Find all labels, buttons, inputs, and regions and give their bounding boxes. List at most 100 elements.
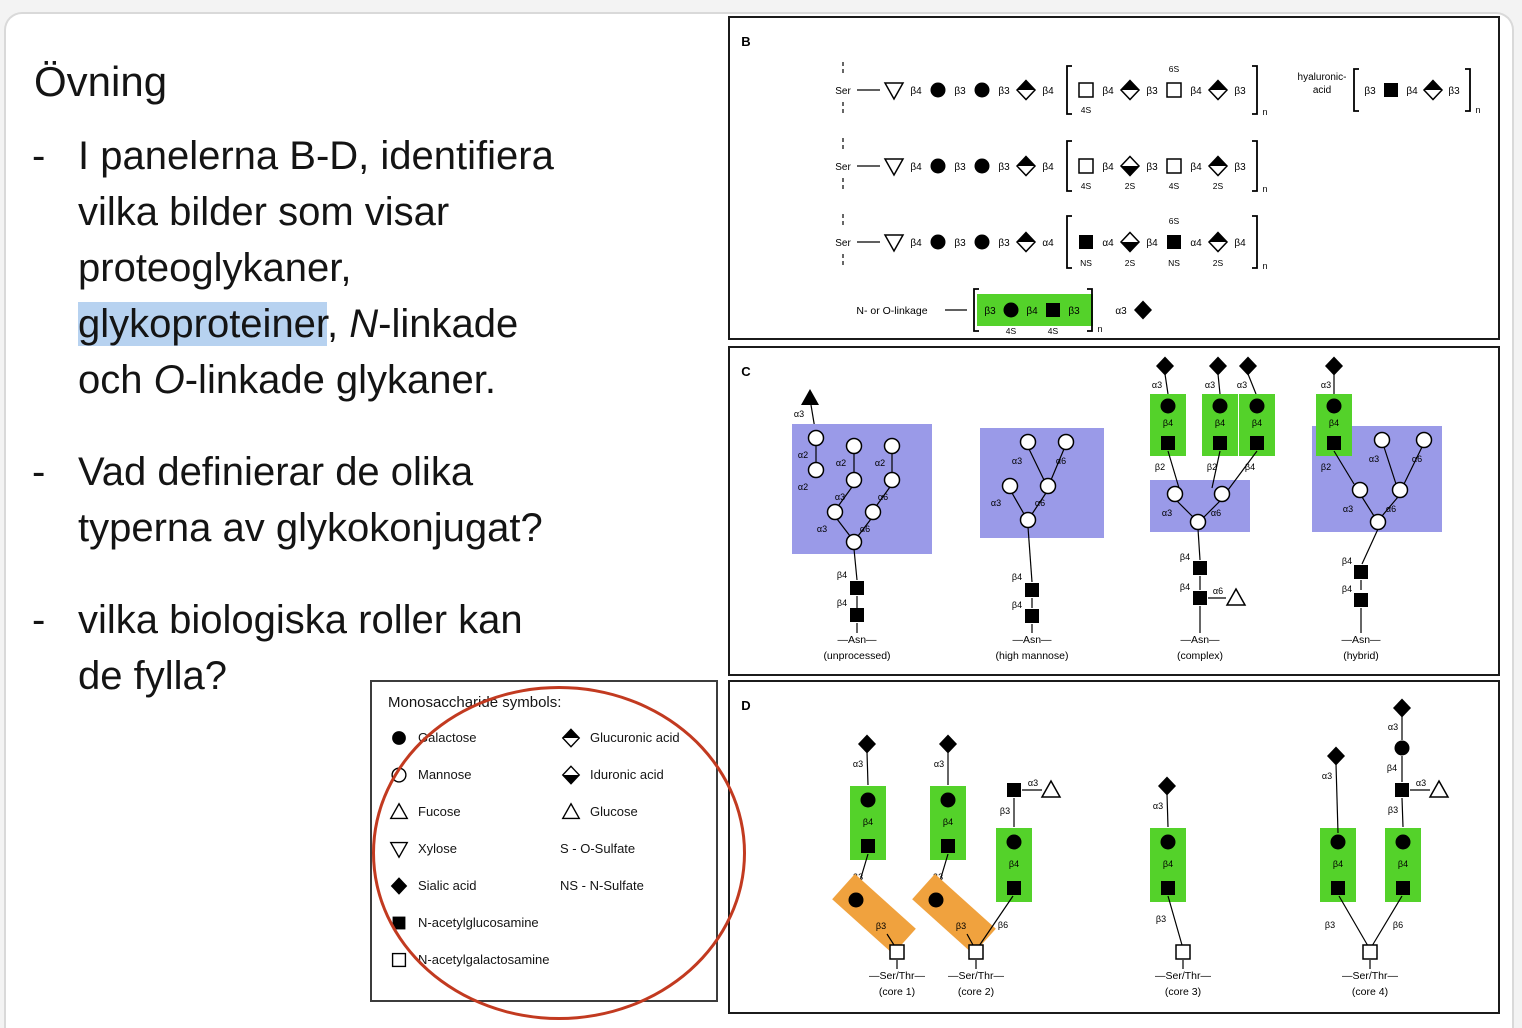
figure-label: β4 — [1180, 582, 1190, 592]
glcnac-icon — [1384, 83, 1398, 97]
figure-label: (complex) — [1177, 650, 1223, 662]
xylose-icon — [883, 158, 905, 177]
figure-label: α3 — [1152, 380, 1162, 390]
mannose-icon — [1369, 513, 1387, 531]
bullet-dash: - — [32, 598, 46, 642]
glcnac-icon — [1167, 235, 1181, 249]
figure-label: β3 — [1068, 306, 1080, 317]
figure-label: α6 — [1386, 504, 1396, 514]
mannose-icon — [845, 471, 863, 489]
legend-item: N-acetylglucosamine — [388, 904, 560, 941]
bracket — [1066, 140, 1072, 192]
bracket — [1252, 140, 1258, 192]
figure-label: α4 — [1102, 238, 1114, 249]
galactose-icon — [1212, 398, 1228, 414]
galactose-icon — [974, 82, 990, 98]
galactose-icon — [940, 792, 956, 808]
figure-label: β4 — [1146, 238, 1158, 249]
iduronic-acid-icon — [561, 764, 581, 785]
bracket — [1252, 65, 1258, 115]
figure-label: β4 — [1245, 462, 1255, 472]
mannose-icon — [1415, 431, 1433, 449]
figure-label: β4 — [837, 598, 847, 608]
sialic-acid-icon — [1134, 300, 1152, 320]
galnac-icon — [1078, 158, 1094, 174]
glcnac-icon — [850, 581, 864, 595]
figure-label: α4 — [1042, 238, 1054, 249]
figure-label: (core 1) — [879, 986, 915, 998]
figure-label: α3 — [1153, 801, 1163, 811]
legend-label: Glucuronic acid — [590, 730, 680, 745]
figure-label: —Asn— — [1341, 634, 1381, 646]
glcnac-icon — [1193, 561, 1207, 575]
galactose-icon — [1249, 398, 1265, 414]
figure-label: α2 — [798, 450, 808, 460]
glcnac-icon — [1193, 591, 1207, 605]
figure-label: n — [1097, 324, 1102, 334]
glucuronic-acid-icon — [1422, 79, 1444, 101]
figure-label: β4 — [910, 238, 922, 249]
figure-label: 2S — [1213, 181, 1224, 191]
galactose-icon — [1330, 834, 1346, 850]
legend-item: Fucose — [388, 793, 560, 830]
sialic-acid-icon — [1327, 746, 1345, 766]
bullet-dash: - — [32, 450, 46, 494]
figure-label: β4 — [1102, 86, 1114, 97]
figure-label: acid — [1313, 85, 1331, 96]
glcnac-icon — [392, 916, 406, 929]
mannose-icon — [1351, 481, 1369, 499]
galnac-icon — [1362, 944, 1378, 960]
xylose-icon — [883, 82, 905, 101]
figure-label: NS — [1080, 258, 1092, 268]
figure-label: —Ser/Thr— — [948, 970, 1005, 982]
figure-label: —Ser/Thr— — [869, 970, 926, 982]
xylose-icon — [389, 841, 409, 859]
galactose-icon — [1160, 398, 1176, 414]
figure-label: α3 — [1012, 456, 1022, 466]
figure-label: α6 — [1035, 498, 1045, 508]
glcnac-icon — [1213, 436, 1227, 450]
mannose-icon — [845, 533, 863, 551]
figure-label: Ser — [835, 162, 851, 173]
figure-label: β4 — [1042, 162, 1054, 173]
figure-label: 2S — [1125, 181, 1136, 191]
figure-label: α3 — [1343, 504, 1353, 514]
figure-label: β4 — [1387, 763, 1397, 773]
glcnac-icon — [1007, 783, 1021, 797]
figure-label: N- or O-linkage — [856, 305, 927, 317]
glcnac-icon — [1025, 583, 1039, 597]
galnac-icon — [391, 952, 407, 967]
galactose-icon — [1395, 834, 1411, 850]
xylose-icon — [389, 841, 409, 859]
galactose-icon — [1003, 302, 1019, 318]
figure-label: β3 — [1234, 86, 1246, 97]
sialic-acid-icon — [390, 876, 408, 895]
figure-label: α3 — [1322, 771, 1332, 781]
figure-label: β3 — [1325, 920, 1335, 930]
legend-label: Iduronic acid — [590, 767, 664, 782]
figure-label: —Ser/Thr— — [1342, 970, 1399, 982]
galactose-icon — [1326, 398, 1342, 414]
figure-label: (hybrid) — [1343, 650, 1379, 662]
panel-d: Dα3β4β3β3—Ser/Thr—(core 1)α3β4β3β3α3β3β4… — [728, 680, 1500, 1014]
figure-label: β4 — [1234, 238, 1246, 249]
figure-label: n — [1262, 107, 1267, 117]
bracket — [1353, 68, 1359, 112]
figure-label: β4 — [910, 162, 922, 173]
triangle-icon — [1428, 779, 1450, 798]
galactose-icon — [974, 158, 990, 174]
green-highlight-box — [977, 294, 1093, 326]
legend-label: N-acetylgalactosamine — [418, 952, 550, 967]
mannose-icon — [1189, 513, 1207, 531]
galactose-icon — [1394, 740, 1410, 756]
legend-title: Monosaccharide symbols: — [388, 694, 562, 711]
galnac-icon — [391, 952, 407, 967]
